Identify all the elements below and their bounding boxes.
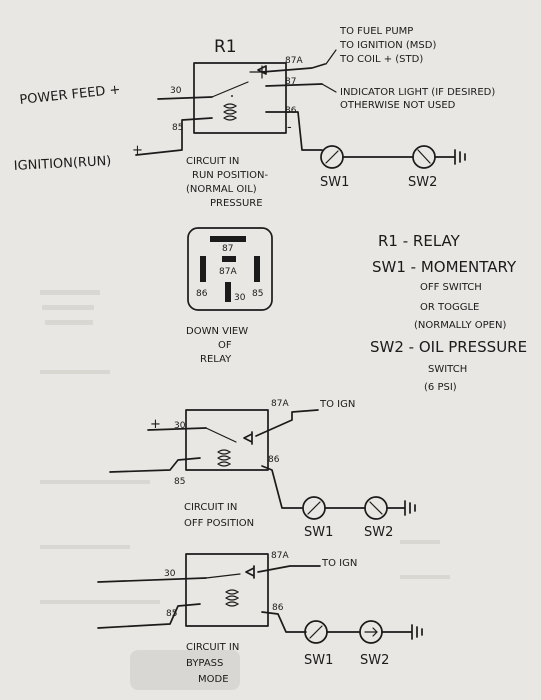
bypass-relay-coil xyxy=(225,589,240,607)
pin-86-blade xyxy=(200,256,206,282)
relay-run-title: R1 xyxy=(214,37,237,57)
bypass-relay-diode xyxy=(245,565,255,579)
sw1-run-label: SW1 xyxy=(320,175,349,190)
relay-off-box xyxy=(185,409,269,471)
down-view-caption-line-2: OF xyxy=(218,340,232,351)
relay-footprint-outline xyxy=(187,227,273,311)
off-pin-87a: 87A xyxy=(271,399,289,409)
off-pin-30: 30 xyxy=(174,421,186,431)
ignition-run-label: IGNITION(RUN) xyxy=(13,154,111,174)
pin-87-blade xyxy=(210,236,246,242)
view-pin-87: 87 xyxy=(222,244,233,254)
pin-87a-label: 87A xyxy=(285,56,303,66)
relay-bypass-diagram: 30 85 87A 86 TO IGN SW1 SW2 CIRCUIT IN B… xyxy=(97,551,423,685)
view-pin-85: 85 xyxy=(252,289,263,299)
relay-coil xyxy=(223,103,238,121)
pin-87-label: 87 xyxy=(285,77,296,87)
run-note-line-2: TO IGNITION (MSD) xyxy=(339,40,436,51)
pin-85-label: 85 xyxy=(172,123,183,133)
power-feed-wire xyxy=(157,96,213,100)
sw1-bypass-label: SW1 xyxy=(304,653,333,668)
pin-85-blade xyxy=(254,256,260,282)
down-view-caption-line-1: DOWN VIEW xyxy=(186,326,248,337)
ignition-wire xyxy=(135,117,213,156)
run-caption-line-1: CIRCUIT IN xyxy=(186,156,239,167)
off-to-ign-label: TO IGN xyxy=(319,399,355,410)
ground-off xyxy=(386,500,416,516)
legend-sw1-line-1: SW1 - MOMENTARY xyxy=(372,258,517,276)
minus-sign-label: - xyxy=(287,120,292,135)
bleed-through-marks xyxy=(40,290,450,690)
bypass-contact-arm xyxy=(205,573,241,579)
off-contact-arm xyxy=(205,427,237,443)
off-pin-85: 85 xyxy=(174,477,185,487)
pin-86-label: 86 xyxy=(285,106,297,116)
run-caption-line-4: PRESSURE xyxy=(210,198,263,209)
relay-run-diagram: R1 POWER FEED + IGNITION(RUN) 30 85 87A … xyxy=(13,26,495,209)
off-caption-line-1: CIRCUIT IN xyxy=(184,502,237,513)
off-plus-sign: + xyxy=(150,417,161,432)
bypass-caption-line-1: CIRCUIT IN xyxy=(186,642,239,653)
legend-sw1-line-4: (NORMALLY OPEN) xyxy=(414,320,506,331)
off-pin-86: 86 xyxy=(268,455,280,465)
relay-bypass-box xyxy=(185,553,269,627)
bypass-to-ign-label: TO IGN xyxy=(321,558,357,569)
sw1-off-label: SW1 xyxy=(304,525,333,540)
plus-sign-label: + xyxy=(132,143,143,158)
pin-30-label: 30 xyxy=(170,86,182,96)
run-caption-line-3: (NORMAL OIL) xyxy=(186,184,257,195)
pin-30-blade xyxy=(225,282,231,302)
sw2-off-label: SW2 xyxy=(364,525,393,540)
legend-sw2-line-3: (6 PSI) xyxy=(424,382,457,393)
view-pin-87a: 87A xyxy=(219,267,237,277)
wire-87-out xyxy=(265,83,323,87)
legend-sw1-line-3: OR TOGGLE xyxy=(420,302,479,313)
indicator-note-line-1: INDICATOR LIGHT (IF DESIRED) xyxy=(340,87,495,98)
run-caption-line-2: RUN POSITION- xyxy=(192,170,269,181)
bypass-pin-87a: 87A xyxy=(271,551,289,561)
ground-run xyxy=(434,149,466,165)
off-relay-coil xyxy=(217,449,232,467)
bypass-pin-86: 86 xyxy=(272,603,284,613)
legend-sw2-line-2: SWITCH xyxy=(428,364,467,375)
relay-off-diagram: + 30 85 87A 86 TO IGN SW1 SW2 CIRCUIT IN… xyxy=(109,399,416,540)
sw2-run-label: SW2 xyxy=(408,175,437,190)
bypass-pin-85: 85 xyxy=(166,609,177,619)
run-note-line-1: TO FUEL PUMP xyxy=(339,26,413,37)
ground-bypass xyxy=(381,624,423,640)
relay-contact-arm xyxy=(211,81,249,98)
run-note-line-3: TO COIL + (STD) xyxy=(339,54,423,65)
down-view-caption-line-3: RELAY xyxy=(200,354,232,365)
legend-r1: R1 - RELAY xyxy=(378,232,461,250)
legend-sw1-line-2: OFF SWITCH xyxy=(420,282,482,293)
off-relay-diode xyxy=(243,431,253,445)
wire-86-out xyxy=(265,111,323,151)
bypass-caption-line-3: MODE xyxy=(198,674,229,685)
bypass-caption-line-2: BYPASS xyxy=(186,658,223,669)
indicator-note-line-2: OTHERWISE NOT USED xyxy=(340,100,456,111)
pin-87a-blade xyxy=(222,256,236,262)
wire-87a-out xyxy=(261,63,326,73)
view-pin-86: 86 xyxy=(196,289,208,299)
legend: R1 - RELAY SW1 - MOMENTARY OFF SWITCH OR… xyxy=(370,232,527,393)
off-caption-line-2: OFF POSITION xyxy=(184,518,254,529)
bypass-pin-30: 30 xyxy=(164,569,176,579)
sw2-bypass-label: SW2 xyxy=(360,653,389,668)
power-feed-label: POWER FEED + xyxy=(19,82,121,108)
view-pin-30: 30 xyxy=(234,293,246,303)
relay-down-view: 87 87A 86 30 85 DOWN VIEW OF RELAY xyxy=(186,227,273,365)
legend-sw2-line-1: SW2 - OIL PRESSURE xyxy=(370,338,527,356)
